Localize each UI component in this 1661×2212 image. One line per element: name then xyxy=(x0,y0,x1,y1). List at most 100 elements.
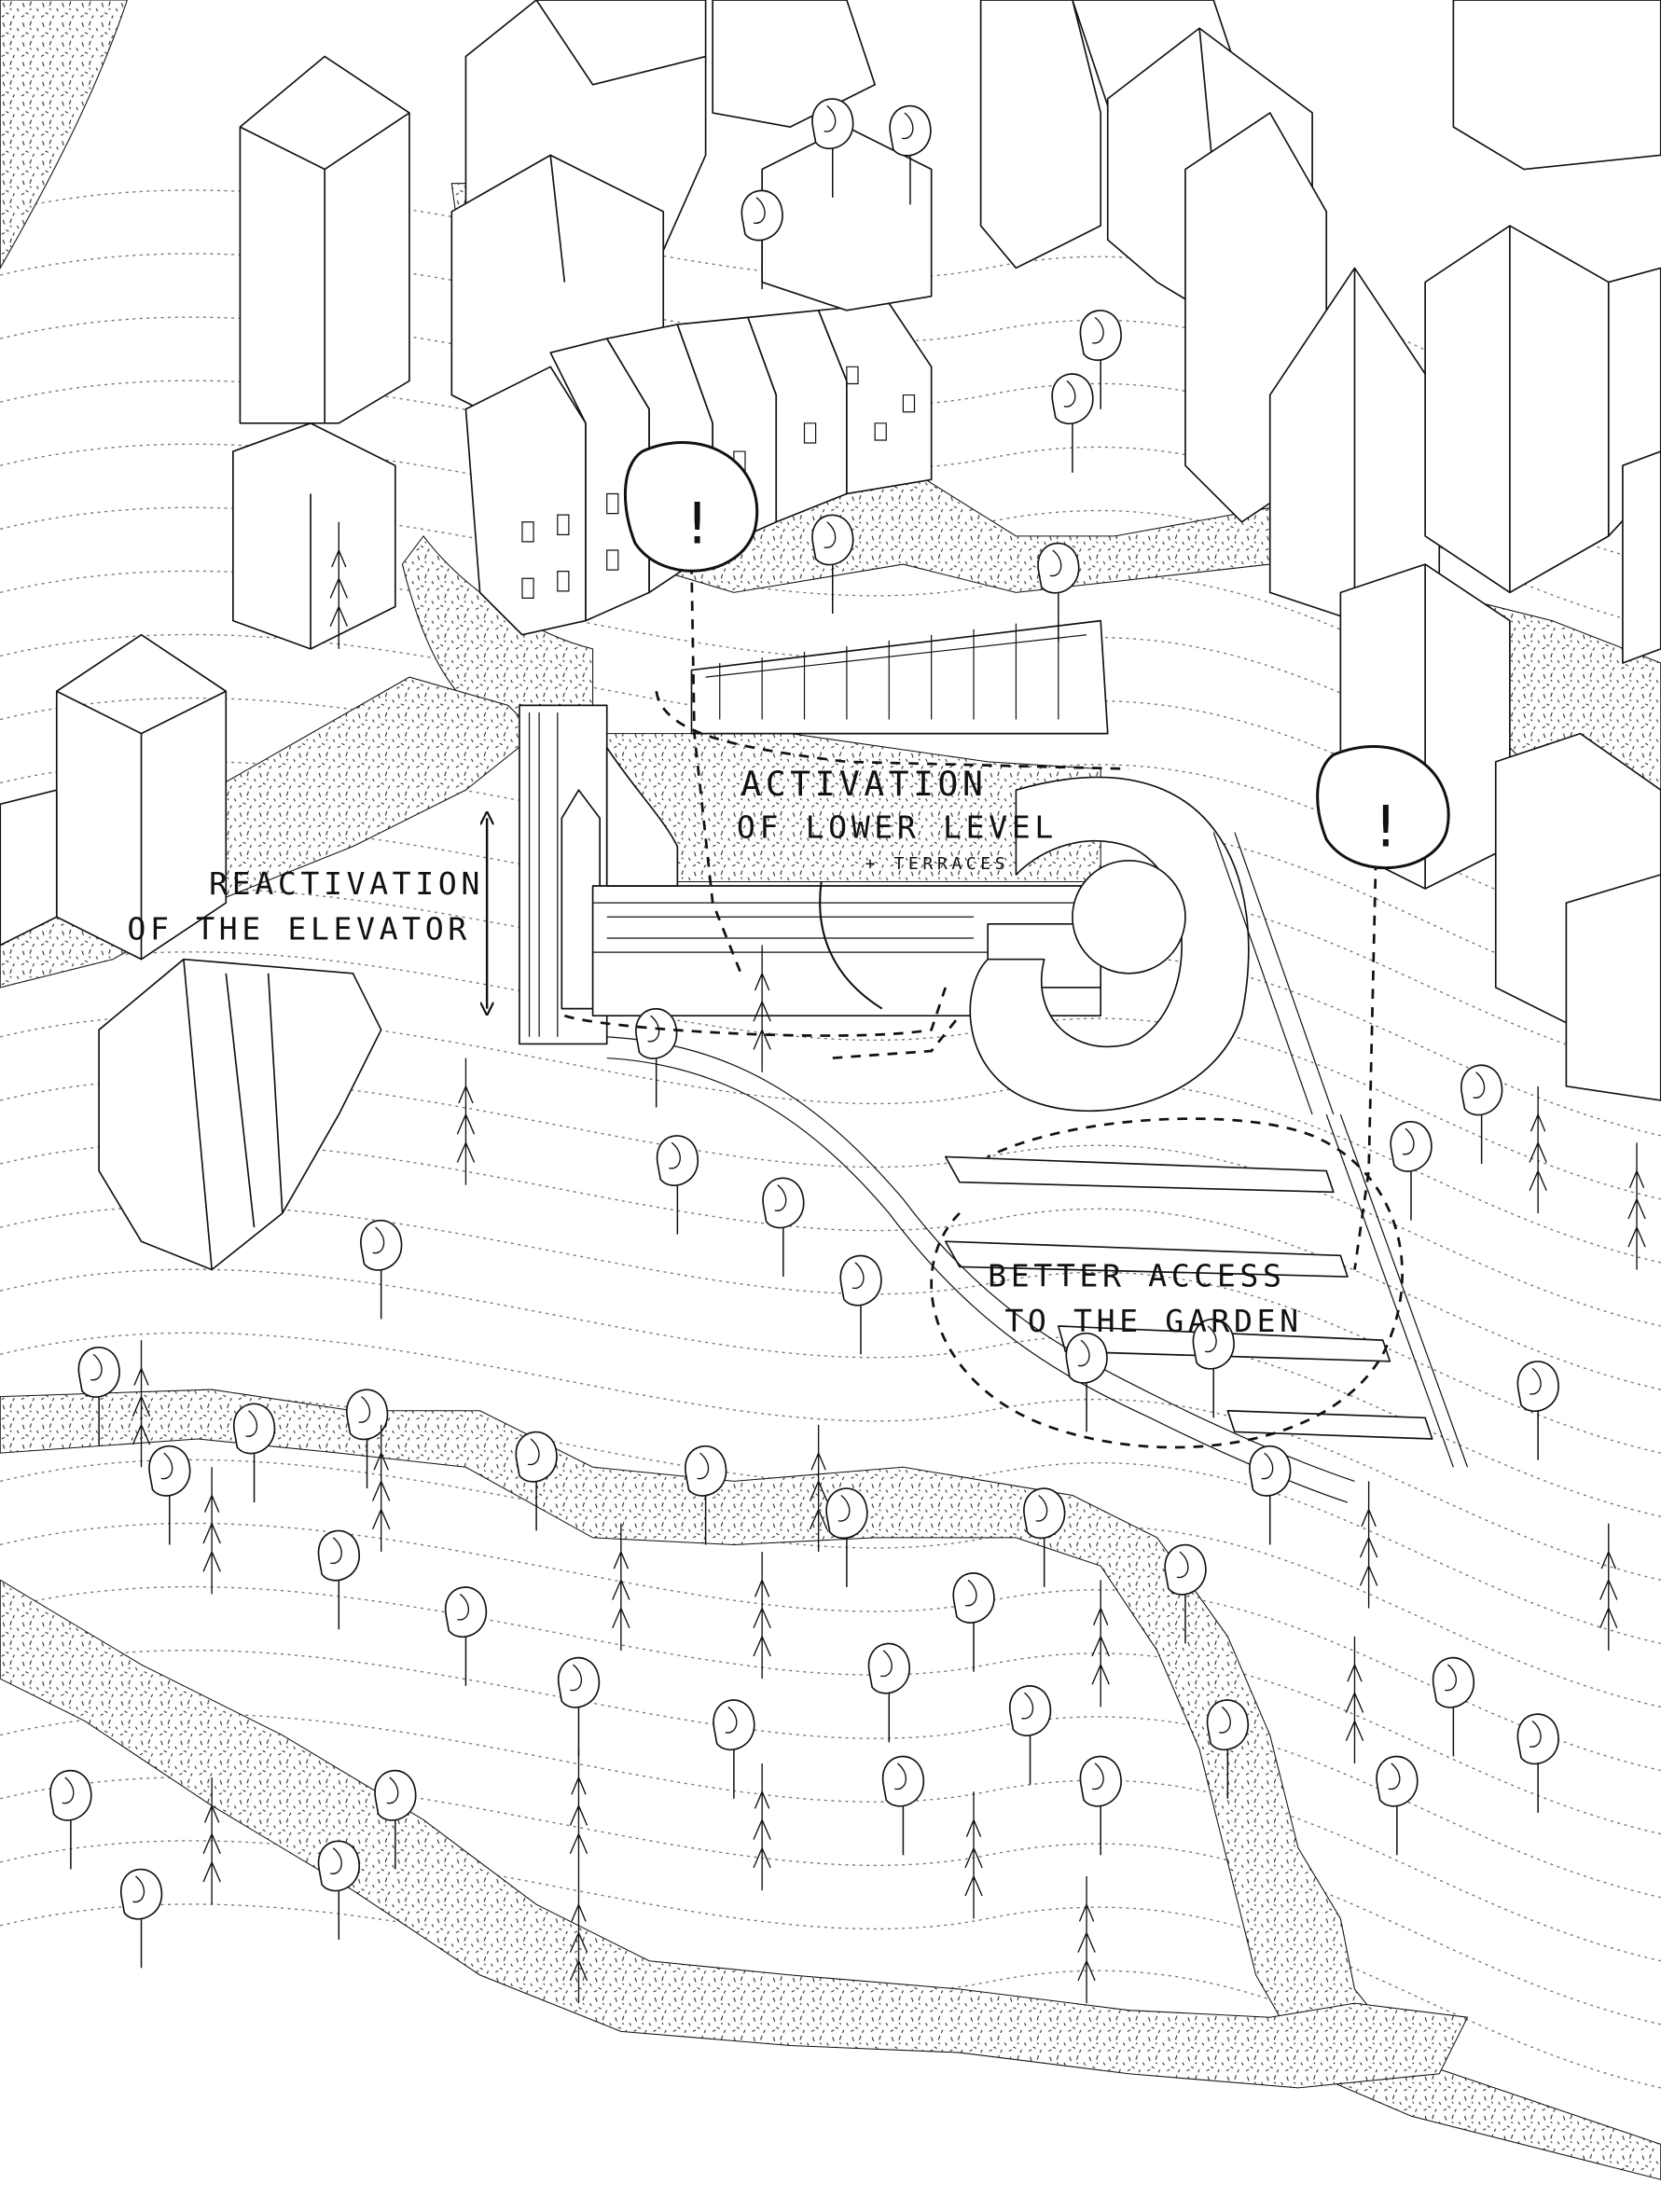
deciduous-tree xyxy=(1432,1656,1475,1757)
deciduous-tree xyxy=(1079,1755,1122,1856)
deciduous-tree xyxy=(839,1254,882,1355)
annotation-elevator: REACTIVATION OF THE ELEVATOR xyxy=(127,865,484,947)
deciduous-tree xyxy=(713,1699,755,1799)
conifer-tree xyxy=(202,1467,221,1595)
circulation-paths xyxy=(563,564,1404,1449)
contour-line xyxy=(0,1522,1661,1772)
conifer-tree xyxy=(569,1875,588,2004)
conifer-tree xyxy=(1345,1636,1364,1763)
surrounding-buildings xyxy=(0,0,1661,1271)
contour-line xyxy=(0,888,1661,1137)
deciduous-tree xyxy=(346,1389,389,1488)
contour-line xyxy=(0,1332,1661,1581)
conifer-tree xyxy=(753,1552,771,1680)
deciduous-tree xyxy=(515,1431,558,1531)
contour-line xyxy=(0,1395,1661,1645)
deciduous-tree xyxy=(952,1572,995,1672)
annotation-garden: BETTER ACCESS TO THE GARDEN xyxy=(988,1258,1302,1339)
alert-right-mark: ! xyxy=(1369,795,1407,861)
deciduous-tree xyxy=(1023,1487,1066,1587)
deciduous-tree xyxy=(360,1219,403,1320)
conifer-tree xyxy=(1359,1481,1378,1609)
lower-level-label-line3: + TERRACES xyxy=(865,854,1010,874)
main-building xyxy=(519,619,1335,1115)
conifer-tree xyxy=(753,945,771,1072)
deciduous-tree xyxy=(1051,373,1094,473)
contour-line xyxy=(0,1713,1661,1962)
deciduous-tree xyxy=(811,514,854,615)
deciduous-tree xyxy=(1516,1713,1559,1813)
deciduous-tree xyxy=(317,1840,361,1941)
contour-line xyxy=(0,1205,1661,1454)
deciduous-tree xyxy=(557,1656,601,1757)
conifer-tree xyxy=(1627,1142,1646,1270)
elevator-label-line1: REACTIVATION xyxy=(209,865,484,902)
deciduous-tree xyxy=(889,104,932,205)
trees xyxy=(49,98,1646,2004)
deciduous-tree xyxy=(1390,1121,1433,1221)
deciduous-tree xyxy=(317,1529,361,1630)
conifer-tree xyxy=(1599,1523,1618,1651)
conifer-tree xyxy=(1091,1580,1110,1707)
deciduous-tree xyxy=(374,1769,417,1870)
deciduous-tree xyxy=(656,1135,699,1235)
conifer-tree xyxy=(329,521,349,649)
deciduous-tree xyxy=(685,1445,727,1545)
deciduous-tree xyxy=(1065,1332,1108,1432)
deciduous-tree xyxy=(1249,1445,1292,1545)
deciduous-tree xyxy=(119,1868,163,1969)
deciduous-tree xyxy=(1460,1064,1503,1165)
conifer-tree xyxy=(131,1340,151,1468)
conifer-tree xyxy=(456,1058,476,1185)
contour-line xyxy=(0,760,1661,1010)
garden-label-line1: BETTER ACCESS xyxy=(988,1258,1285,1294)
contour-line xyxy=(0,1840,1661,2089)
deciduous-tree xyxy=(811,98,854,198)
conifer-tree xyxy=(809,1424,828,1553)
deciduous-tree xyxy=(867,1642,910,1743)
deciduous-tree xyxy=(1079,310,1122,409)
deciduous-tree xyxy=(1192,1318,1235,1418)
contour-line xyxy=(0,1649,1661,1899)
garden-label-line2: TO THE GARDEN xyxy=(1004,1303,1302,1339)
conifer-tree xyxy=(964,1791,983,1919)
contour-line xyxy=(0,1585,1661,1835)
deciduous-tree xyxy=(1164,1543,1207,1644)
conifer-tree xyxy=(371,1424,391,1553)
contour-line xyxy=(0,1777,1661,2025)
alert-left-mark: ! xyxy=(680,491,718,557)
contour-line xyxy=(0,951,1661,1200)
deciduous-tree xyxy=(233,1403,276,1503)
contour-line xyxy=(0,824,1661,1073)
deciduous-tree xyxy=(1516,1361,1559,1460)
conifer-tree xyxy=(1077,1875,1096,2004)
deciduous-tree xyxy=(635,1007,678,1108)
conifer-tree xyxy=(612,1523,630,1651)
conifer-tree xyxy=(569,1749,588,1876)
terraces-pointer xyxy=(819,881,883,1010)
lower-level-label-line1: ACTIVATION xyxy=(741,764,987,804)
deciduous-tree xyxy=(762,1177,805,1278)
alert-bubble-right: ! xyxy=(1316,745,1450,869)
elevator-label-line2: OF THE ELEVATOR xyxy=(127,910,471,947)
deciduous-tree xyxy=(741,189,783,290)
contour-line xyxy=(0,1141,1661,1390)
lower-level-label-line2: OF LOWER LEVEL xyxy=(737,809,1058,846)
deciduous-tree xyxy=(1037,542,1080,643)
deciduous-tree xyxy=(1206,1699,1250,1799)
annotation-lower-level: ACTIVATION OF LOWER LEVEL + TERRACES xyxy=(737,764,1058,874)
deciduous-tree xyxy=(49,1769,92,1870)
deciduous-tree xyxy=(444,1586,488,1686)
deciduous-tree xyxy=(881,1755,925,1856)
deciduous-tree xyxy=(148,1445,191,1545)
alert-bubble-left: ! xyxy=(623,441,759,573)
contour-line xyxy=(0,1459,1661,1708)
deciduous-tree xyxy=(77,1347,120,1446)
contour-line xyxy=(0,1015,1661,1264)
conifer-tree xyxy=(1529,1085,1547,1213)
conifer-tree xyxy=(202,1777,221,1905)
deciduous-tree xyxy=(1376,1755,1419,1856)
conifer-tree xyxy=(753,1763,771,1891)
